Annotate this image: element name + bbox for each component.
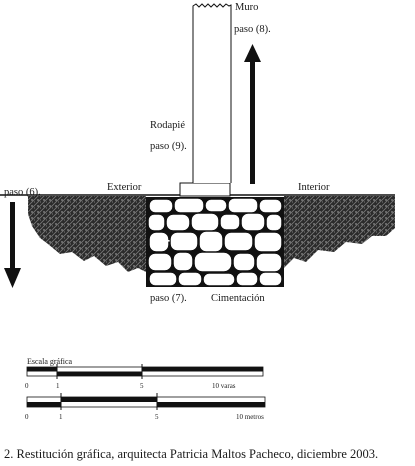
earth-interior [284,196,395,268]
arrow-down [4,202,21,288]
label-paso-9: paso (9). [150,141,187,152]
metros-tick-0: 0 [25,413,29,421]
label-exterior: Exterior [107,182,142,193]
muro-wall [192,3,232,183]
label-paso-7: paso (7). [150,293,187,304]
earth-exterior [28,196,146,272]
arrow-up [244,44,261,184]
varas-tick-0: 0 [25,382,29,390]
metros-tick-1: 1 [59,413,63,421]
label-paso-6: paso (6). [4,187,41,198]
label-rodapie: Rodapié [150,120,185,131]
figure-caption: 2. Restitución gráfica, arquitecta Patri… [4,447,379,461]
rodapie-block [179,182,231,197]
scale-varas [26,364,264,379]
label-paso-8: paso (8). [234,24,271,35]
label-interior: Interior [298,182,330,193]
varas-tick-10: 10 varas [212,382,236,390]
varas-tick-5: 5 [140,382,144,390]
varas-tick-1: 1 [56,382,60,390]
scale-title: Escala gráfica [27,357,73,366]
metros-tick-5: 5 [155,413,159,421]
metros-tick-10: 10 metros [236,413,264,421]
scale-metros [26,393,266,410]
label-cimentacion: Cimentación [211,293,265,304]
label-muro: Muro [235,2,259,13]
